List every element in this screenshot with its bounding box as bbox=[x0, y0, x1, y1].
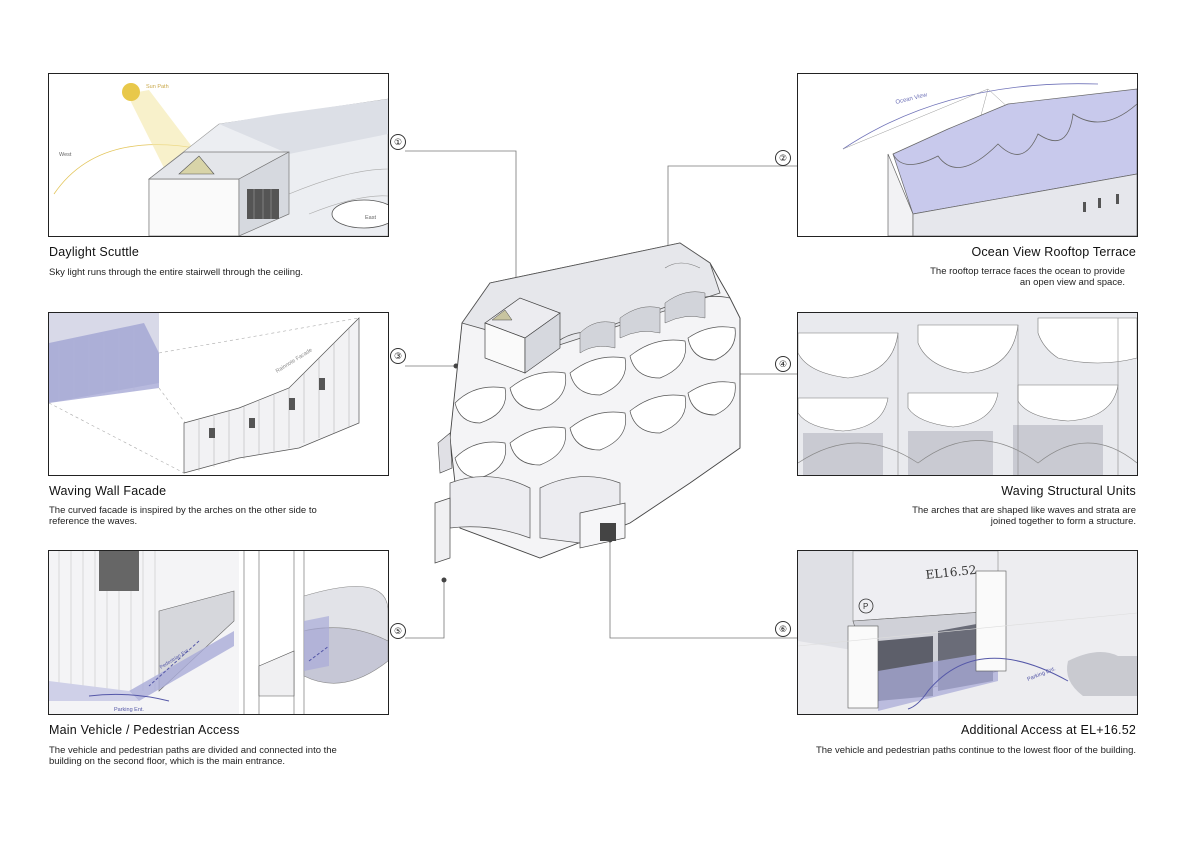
panel-additional-access: EL16.52 P Parking Ent. bbox=[797, 550, 1138, 715]
west-label: West bbox=[59, 152, 72, 158]
panel-waving-wall: Rainnote Facade bbox=[48, 312, 389, 476]
desc-daylight-scuttle: Sky light runs through the entire stairw… bbox=[49, 267, 303, 278]
panel-main-access: Parking Ent. Pedestrian Ent. bbox=[48, 550, 389, 715]
ocean-view-label: Ocean View bbox=[895, 92, 928, 106]
car-icon bbox=[1067, 652, 1137, 696]
desc-main-access: The vehicle and pedestrian paths are div… bbox=[49, 745, 337, 767]
el-label: EL16.52 bbox=[925, 563, 977, 582]
sun-path-label: Sun Path bbox=[146, 84, 169, 90]
parking-sign-icon bbox=[858, 598, 874, 614]
desc-rooftop-terrace: The rooftop terrace faces the ocean to p… bbox=[930, 266, 1125, 288]
panel-daylight-scuttle: Sun Path West East bbox=[48, 73, 389, 237]
title-daylight-scuttle: Daylight Scuttle bbox=[49, 245, 140, 259]
parking-sign-letter: P bbox=[863, 602, 868, 611]
parking-ent-label: Parking Ent. bbox=[114, 707, 144, 713]
title-additional-access: Additional Access at EL+16.52 bbox=[960, 723, 1136, 737]
desc-structural-units: The arches that are shaped like waves an… bbox=[912, 505, 1136, 527]
marker-3[interactable]: ③ bbox=[390, 348, 406, 364]
desc-additional-access: The vehicle and pedestrian paths continu… bbox=[815, 745, 1136, 756]
marker-5[interactable]: ⑤ bbox=[390, 623, 406, 639]
marker-6[interactable]: ⑥ bbox=[775, 621, 791, 637]
sun-icon bbox=[122, 83, 140, 101]
marker-2[interactable]: ② bbox=[775, 150, 791, 166]
marker-4[interactable]: ④ bbox=[775, 356, 791, 372]
marker-1[interactable]: ① bbox=[390, 134, 406, 150]
east-label: East bbox=[365, 215, 376, 221]
title-main-access: Main Vehicle / Pedestrian Access bbox=[49, 723, 240, 737]
title-waving-wall: Waving Wall Facade bbox=[49, 484, 167, 498]
desc-waving-wall: The curved facade is inspired by the arc… bbox=[49, 505, 317, 527]
title-rooftop-terrace: Ocean View Rooftop Terrace bbox=[971, 245, 1136, 259]
central-building-illustration bbox=[434, 242, 741, 564]
panel-structural-units bbox=[797, 312, 1138, 476]
title-structural-units: Waving Structural Units bbox=[1001, 484, 1136, 498]
panel-rooftop-terrace: Ocean View bbox=[797, 73, 1138, 237]
